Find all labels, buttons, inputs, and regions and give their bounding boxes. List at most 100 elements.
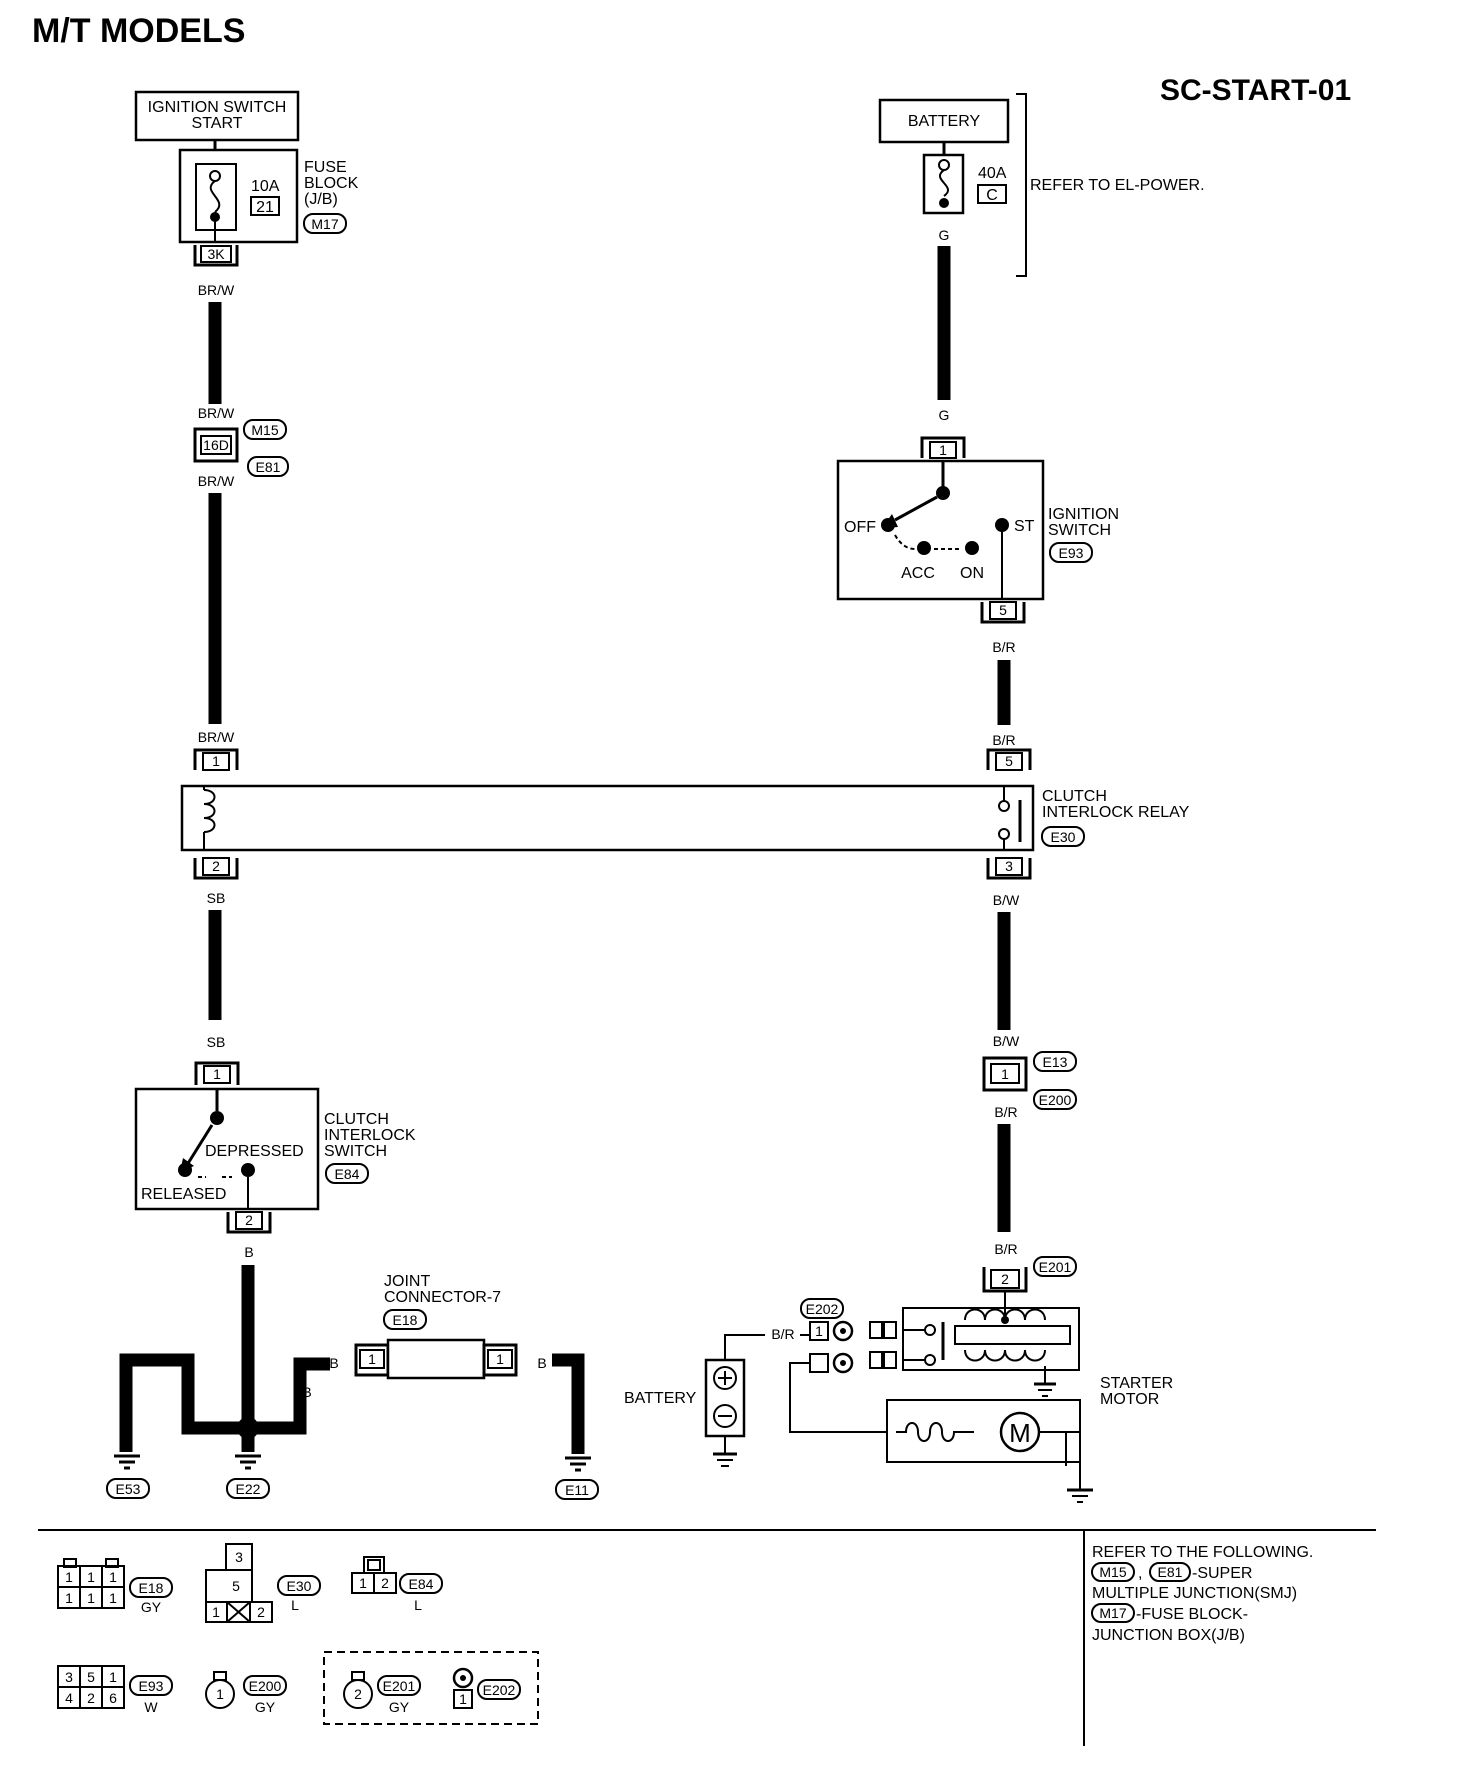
e93-pin: 4 <box>65 1690 73 1706</box>
diagram-id: SC-START-01 <box>1160 74 1351 107</box>
switch-pin-2: 2 <box>245 1212 253 1228</box>
relay-label2: INTERLOCK RELAY <box>1042 804 1190 821</box>
e93-face-color: W <box>144 1699 158 1715</box>
starter-label2: MOTOR <box>1100 1391 1159 1408</box>
e93-face-id: E93 <box>139 1678 164 1694</box>
inline-pin-1: 1 <box>1001 1066 1009 1082</box>
starter-label1: STARTER <box>1100 1375 1173 1392</box>
wire-color-br-3: B/R <box>994 1104 1017 1120</box>
wire-color-br-1: B/R <box>992 639 1015 655</box>
wire-color-g-1: G <box>939 227 950 243</box>
wire-color-br-4: B/R <box>994 1241 1017 1257</box>
switch-pin-1: 1 <box>213 1066 221 1082</box>
e93-pin: 6 <box>109 1690 117 1706</box>
switch-label3: SWITCH <box>324 1143 387 1160</box>
wire-color-brw-2: BR/W <box>198 405 235 421</box>
starter-pin-2: 2 <box>1001 1271 1009 1287</box>
relay-pin-2: 2 <box>212 858 220 874</box>
ground-symbol-e22: E22 <box>226 1454 270 1499</box>
ref-conn-m17: M17 <box>1099 1605 1126 1621</box>
e202-pin: 1 <box>459 1691 467 1707</box>
e200-pin: 1 <box>216 1686 224 1702</box>
e200-face-color: GY <box>255 1699 276 1715</box>
fuse-rating: 10A <box>251 178 280 195</box>
switch-connector: E84 <box>335 1166 360 1182</box>
ignition-start-line2: START <box>192 115 243 132</box>
clutch-interlock-relay: 1 5 2 3 CLUTCH INTERLOCK RELAY E30 <box>180 748 1190 880</box>
motor-symbol: M <box>1009 1418 1031 1448</box>
wire-color-g-2: G <box>939 407 950 423</box>
wire-color-b-4: B <box>243 1384 252 1400</box>
fuse-block-label2: BLOCK <box>304 175 359 192</box>
pin-3k: 3K <box>207 246 225 262</box>
ref-line2-suffix: -SUPER <box>1192 1565 1252 1582</box>
connector-face-e200: 1 E200 GY <box>205 1671 287 1715</box>
e201-face-color: GY <box>389 1699 410 1715</box>
e84-pin: 1 <box>359 1575 367 1591</box>
ref-line5: JUNCTION BOX(J/B) <box>1092 1627 1245 1644</box>
e201-face-id: E201 <box>383 1678 416 1694</box>
ign-label2: SWITCH <box>1048 522 1111 539</box>
e30-pin: 2 <box>257 1604 265 1620</box>
e30-face-color: L <box>291 1597 299 1613</box>
ground-symbol-e11: E11 <box>555 1456 599 1500</box>
fuse-block-label3: (J/B) <box>304 191 338 208</box>
connector-face-e30: 3 5 1 2 E30 L <box>205 1543 321 1623</box>
fuse-block-label1: FUSE <box>304 159 347 176</box>
e30-pin: 1 <box>212 1604 220 1620</box>
fuse-40a: 40A <box>978 165 1007 182</box>
smj-conn-m15: M15 <box>251 422 278 438</box>
switch-label1: CLUTCH <box>324 1111 389 1128</box>
fuse-letter-c: C <box>986 187 998 204</box>
battery-top: BATTERY 40A C REFER TO EL-POWER. <box>878 93 1205 277</box>
fuse-number: 21 <box>256 199 274 216</box>
joint-pin-right: 1 <box>496 1351 504 1367</box>
wire-color-bw-1: B/W <box>993 892 1020 908</box>
ref-conn-e81: E81 <box>1158 1564 1183 1580</box>
clutch-interlock-switch: 1 DEPRESSED RELEASED CLUTCH INTERLOCK SW… <box>134 1061 416 1234</box>
switch-released-label: RELEASED <box>141 1186 226 1203</box>
relay-pin-5: 5 <box>1005 753 1013 769</box>
wire-color-brw-4: BR/W <box>198 729 235 745</box>
joint-connector-7: JOINT CONNECTOR-7 E18 1 1 <box>354 1273 518 1380</box>
battery-bottom: B/R BATTERY <box>624 1326 810 1467</box>
battery-top-label: BATTERY <box>908 113 981 130</box>
fuse-block: 10A 21 FUSE BLOCK (J/B) M17 <box>178 148 359 244</box>
wire-color-brw-3: BR/W <box>198 473 235 489</box>
ref-separator: , <box>1138 1565 1142 1582</box>
e93-pin: 1 <box>109 1669 117 1685</box>
e18-pin: 1 <box>87 1590 95 1606</box>
joint-pin-left: 1 <box>368 1351 376 1367</box>
e18-pin: 1 <box>65 1590 73 1606</box>
dashed-group-box <box>323 1651 539 1725</box>
connector-3k: 3K <box>193 245 239 267</box>
ign-acc-label: ACC <box>901 565 935 582</box>
in-line-connector-e13-e200: 1 E13 E200 <box>982 1051 1077 1110</box>
connector-face-e84: 1 2 E84 L <box>351 1556 443 1613</box>
e18-pin: 1 <box>65 1569 73 1585</box>
ign-label1: IGNITION <box>1048 506 1119 523</box>
wire-color-br-2: B/R <box>992 732 1015 748</box>
starter-motor: 2 E201 M STARTER MOTOR E20 <box>789 1256 1173 1503</box>
e201-pin: 2 <box>354 1686 362 1702</box>
ground-symbol-e53: E53 <box>106 1454 150 1499</box>
relay-pin-1: 1 <box>212 753 220 769</box>
joint-connector-id: E18 <box>393 1312 418 1328</box>
ref-line4-suffix: -FUSE BLOCK- <box>1136 1606 1248 1623</box>
e93-pin: 3 <box>65 1669 73 1685</box>
ground-e11-label: E11 <box>565 1482 589 1498</box>
e84-pin: 2 <box>381 1575 389 1591</box>
wire-color-b-8: B <box>573 1387 582 1403</box>
ign-off-label: OFF <box>844 519 876 536</box>
e200-face-id: E200 <box>249 1678 282 1694</box>
wire-color-b-3: B <box>183 1384 192 1400</box>
connector-face-e18: 1 1 1 1 1 1 E18 GY <box>57 1558 173 1615</box>
smj-connector: 16D M15 E81 <box>193 419 289 477</box>
wire-color-sb-2: SB <box>207 1034 226 1050</box>
inline-conn-e13: E13 <box>1043 1054 1068 1070</box>
ign-connector: E93 <box>1059 545 1084 561</box>
ign-st-label: ST <box>1014 518 1035 535</box>
e84-face-id: E84 <box>409 1576 434 1592</box>
ref-line1: REFER TO THE FOLLOWING. <box>1092 1544 1313 1561</box>
